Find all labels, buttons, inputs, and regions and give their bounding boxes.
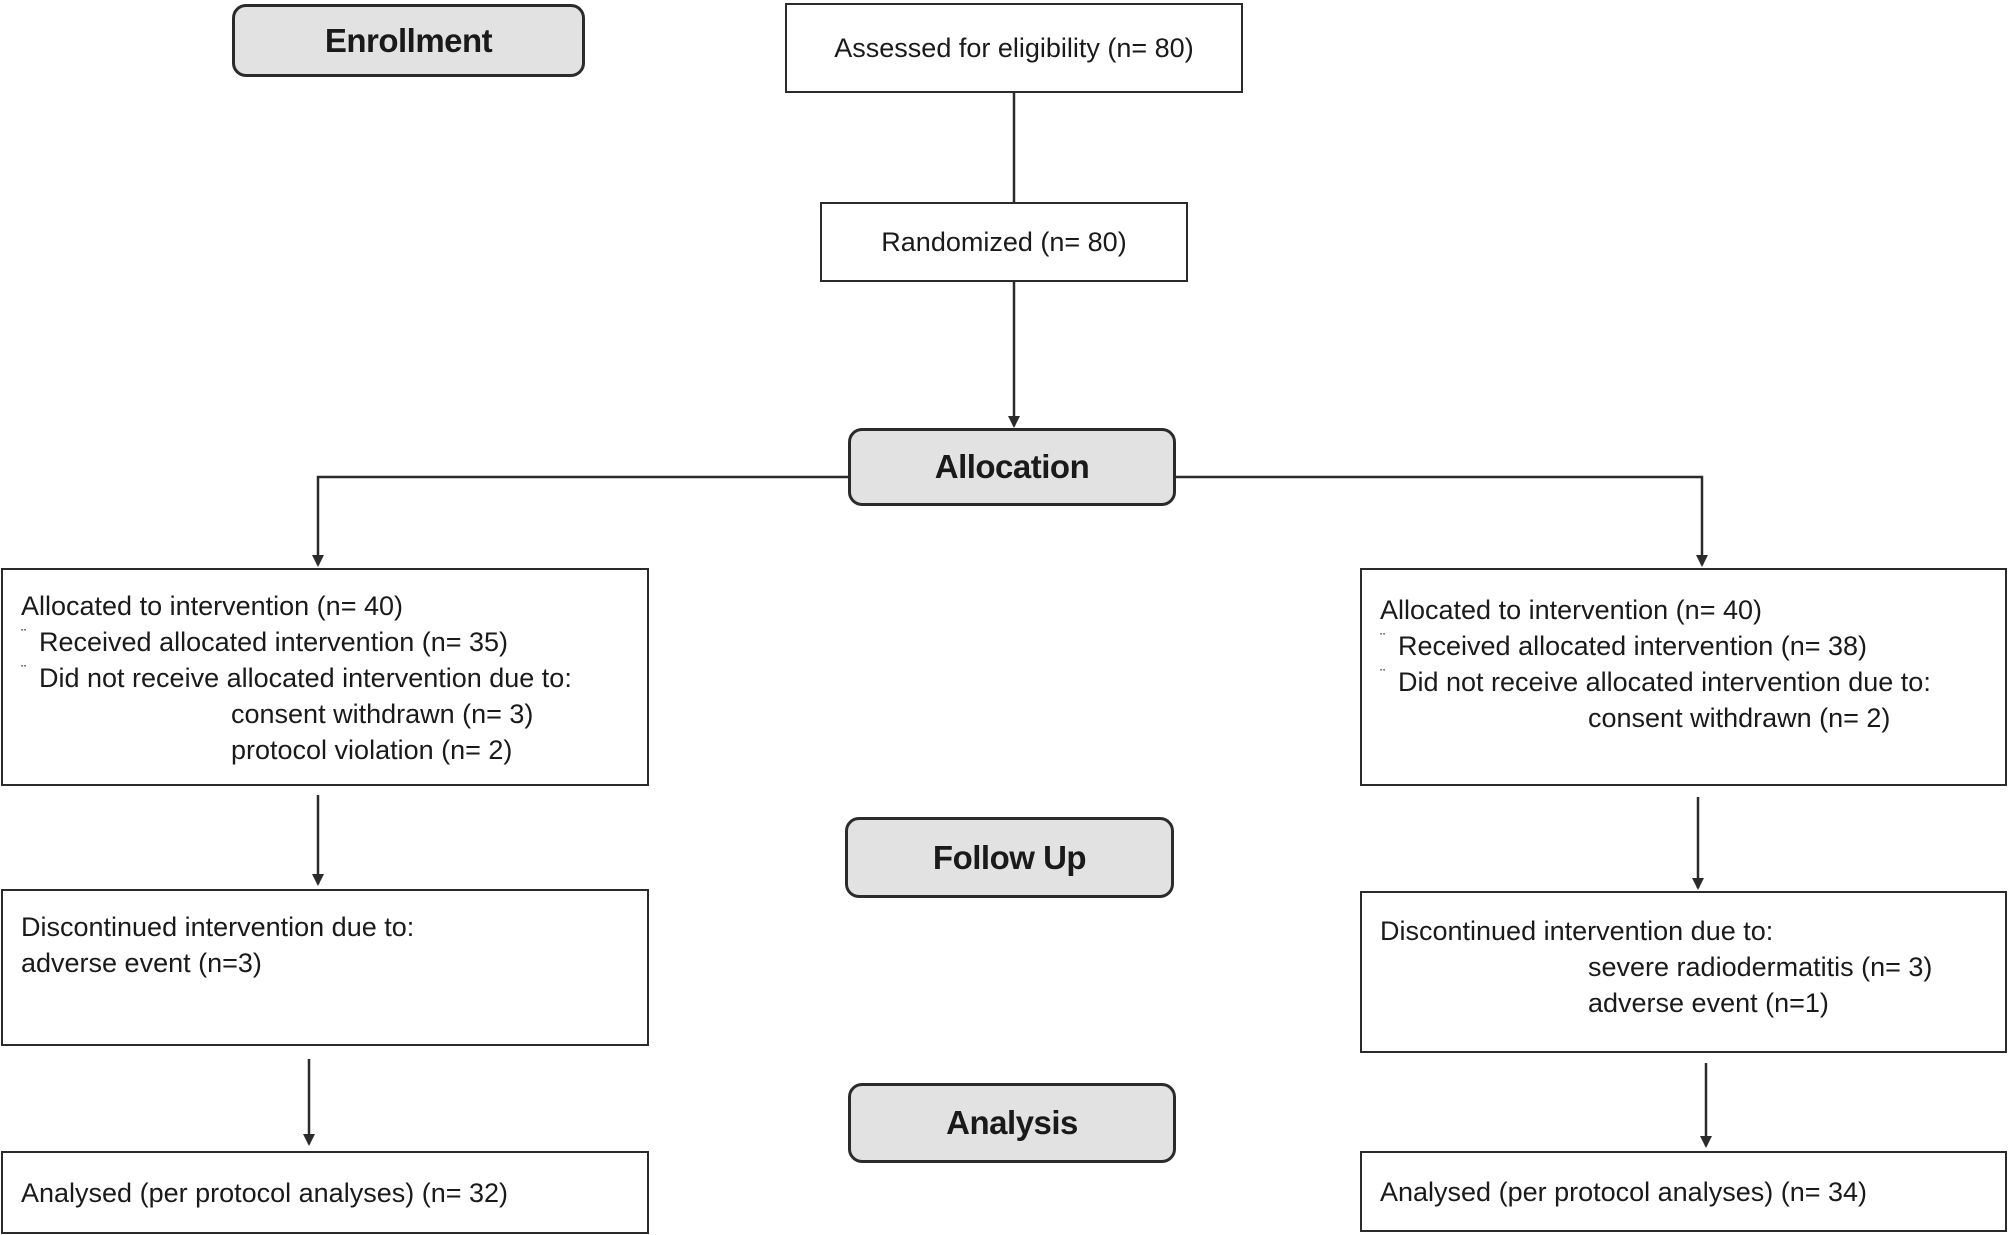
right-allocation-box: Allocated to intervention (n= 40) ¨ Rece…	[1360, 568, 2007, 786]
right-analysis-text: Analysed (per protocol analyses) (n= 34)	[1380, 1176, 1868, 1207]
right-reason-consent: consent withdrawn (n= 2)	[1588, 703, 1891, 733]
right-received-text: Received allocated intervention (n= 38)	[1398, 631, 1868, 661]
left-analysis-text: Analysed (per protocol analyses) (n= 32)	[21, 1177, 509, 1208]
assessed-text: Assessed for eligibility (n= 80)	[834, 33, 1194, 63]
left-received-item: ¨ Received allocated intervention (n= 35…	[21, 624, 647, 660]
right-allocation-heading: Allocated to intervention (n= 40)	[1380, 595, 1762, 625]
left-followup-reason: adverse event (n=3)	[21, 948, 262, 978]
stage-analysis-label: Analysis	[946, 1104, 1078, 1141]
bullet-icon: ¨	[1380, 667, 1386, 684]
right-followup-heading: Discontinued intervention due to:	[1380, 916, 1774, 946]
bullet-icon: ¨	[1380, 631, 1386, 648]
right-followup-box: Discontinued intervention due to: severe…	[1360, 891, 2007, 1053]
left-reason-consent: consent withdrawn (n= 3)	[231, 699, 534, 729]
stage-allocation: Allocation	[848, 428, 1176, 506]
randomized-box: Randomized (n= 80)	[820, 202, 1188, 282]
right-received-item: ¨ Received allocated intervention (n= 38…	[1380, 628, 2005, 664]
left-received-text: Received allocated intervention (n= 35)	[39, 627, 509, 657]
randomized-text: Randomized (n= 80)	[881, 227, 1127, 257]
left-followup-heading: Discontinued intervention due to:	[21, 912, 415, 942]
bullet-icon: ¨	[21, 627, 27, 644]
right-followup-reason-radiodermatitis: severe radiodermatitis (n= 3)	[1588, 952, 1933, 982]
stage-allocation-label: Allocation	[934, 448, 1090, 485]
left-allocation-heading: Allocated to intervention (n= 40)	[21, 591, 403, 621]
stage-enrollment-label: Enrollment	[324, 21, 493, 59]
assessed-box: Assessed for eligibility (n= 80)	[785, 3, 1243, 93]
left-not-received-item: ¨ Did not receive allocated intervention…	[21, 660, 647, 696]
arrow-allocation-to-left-arm	[312, 475, 850, 567]
bullet-icon: ¨	[21, 663, 27, 680]
left-not-received-text: Did not receive allocated intervention d…	[39, 663, 572, 693]
stage-follow-up-label: Follow Up	[932, 838, 1087, 876]
stage-analysis: Analysis	[848, 1083, 1176, 1163]
right-not-received-text: Did not receive allocated intervention d…	[1398, 667, 1931, 697]
stage-enrollment: Enrollment	[232, 4, 585, 77]
right-analysis-box: Analysed (per protocol analyses) (n= 34)	[1360, 1151, 2007, 1232]
left-followup-box: Discontinued intervention due to: advers…	[1, 889, 649, 1046]
right-not-received-item: ¨ Did not receive allocated intervention…	[1380, 664, 2005, 700]
right-followup-reason-adverse: adverse event (n=1)	[1588, 988, 1829, 1018]
left-reason-protocol: protocol violation (n= 2)	[231, 735, 513, 765]
arrow-allocation-to-right-arm	[1176, 475, 1708, 567]
stage-follow-up: Follow Up	[845, 817, 1174, 898]
left-analysis-box: Analysed (per protocol analyses) (n= 32)	[1, 1151, 649, 1234]
left-allocation-box: Allocated to intervention (n= 40) ¨ Rece…	[1, 568, 649, 786]
